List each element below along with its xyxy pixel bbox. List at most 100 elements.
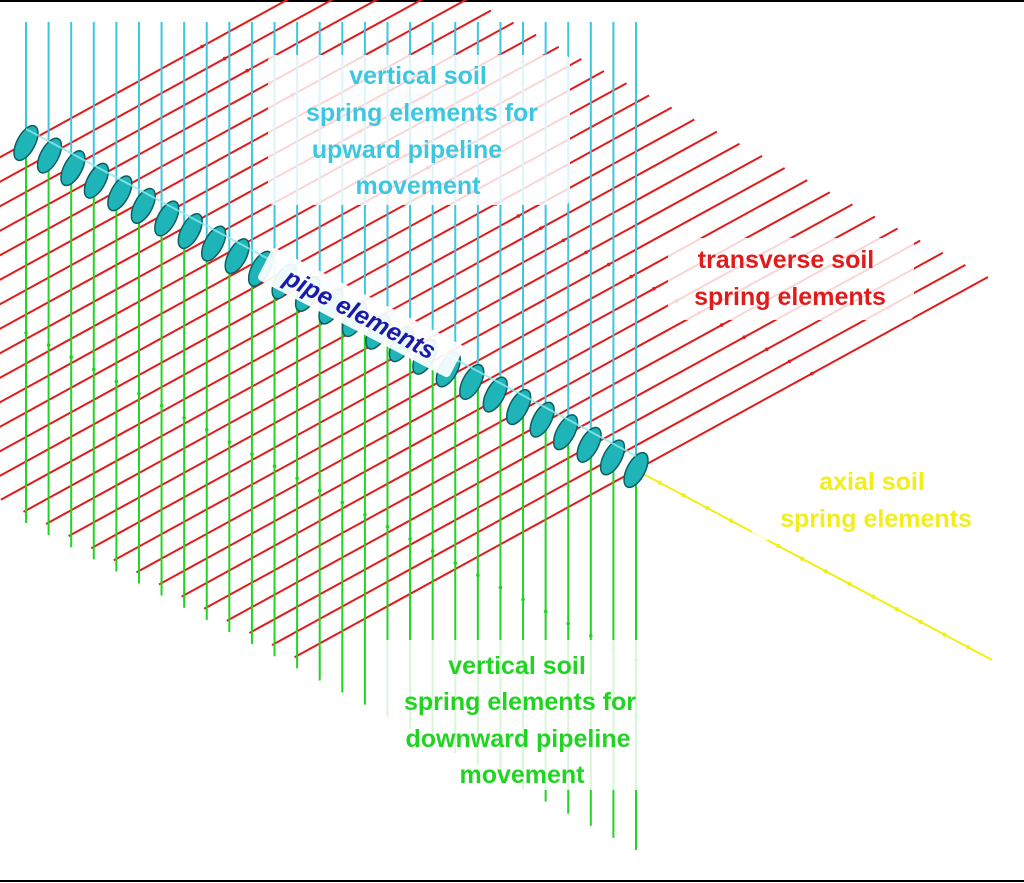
downward-spring-node xyxy=(227,440,232,444)
downward-spring-node xyxy=(114,379,119,384)
axial-label-line2: spring elements xyxy=(780,505,972,533)
pipe-segment xyxy=(623,451,649,489)
transverse-spring-line xyxy=(0,287,298,453)
downward-spring-node xyxy=(46,343,51,347)
pipe-segment xyxy=(154,200,180,237)
transverse-spring-line xyxy=(181,408,524,598)
downward-spring-node xyxy=(453,561,458,565)
pipe-segment xyxy=(13,124,39,162)
axial-spring-node xyxy=(799,556,805,561)
transverse-spring-line xyxy=(0,226,185,330)
axial-spring-node xyxy=(823,569,829,574)
axial-spring-node xyxy=(847,581,852,587)
downward-spring-node xyxy=(204,428,209,432)
upward-label-backdrop xyxy=(268,55,570,205)
transverse-spring-node xyxy=(606,262,611,267)
pipe-label-backdrop xyxy=(258,248,464,378)
transverse-spring-line xyxy=(0,190,117,257)
axial-spring-group xyxy=(635,469,993,661)
axial-spring-node xyxy=(966,645,971,650)
transverse-spring-node xyxy=(222,56,227,61)
axial-spring-node xyxy=(728,518,734,523)
downward-spring-node xyxy=(159,403,164,408)
transverse-spring-line xyxy=(0,263,253,404)
pipe-segment xyxy=(505,389,532,426)
pipe-segment xyxy=(130,187,157,224)
axial-spring-node xyxy=(918,619,923,625)
upward-label-line4: movement xyxy=(355,172,481,200)
downward-spring-node xyxy=(24,331,28,335)
downward-label-line3: downward pipeline xyxy=(405,725,630,753)
pipe-segment xyxy=(529,401,555,438)
transverse-spring-node xyxy=(245,68,249,73)
transverse-spring-line xyxy=(45,335,388,525)
axial-spring-node xyxy=(894,607,900,612)
transverse-spring-line xyxy=(0,251,230,379)
axial-spring-node xyxy=(871,594,876,599)
downward-spring-node xyxy=(91,367,96,372)
transverse-label-line2: spring elements xyxy=(694,283,886,311)
axial-spring-node xyxy=(942,632,947,637)
axial-label-backdrop xyxy=(752,462,998,540)
downward-label-line2: spring elements for xyxy=(404,688,636,716)
pipe-segment xyxy=(60,150,86,187)
transverse-spring-line xyxy=(158,396,501,586)
pipe-segment xyxy=(459,363,485,401)
pipe-segment xyxy=(482,376,508,413)
transverse-spring-line xyxy=(248,444,592,634)
transverse-spring-node xyxy=(787,359,792,364)
downward-spring-node xyxy=(317,488,322,493)
downward-spring-node xyxy=(476,573,480,578)
downward-label-backdrop xyxy=(368,640,668,790)
transverse-spring-node xyxy=(719,323,724,327)
transverse-spring-node xyxy=(539,226,543,230)
pipe-segment xyxy=(200,225,227,262)
transverse-spring-line xyxy=(68,348,411,537)
axial-spring-node xyxy=(705,505,710,511)
pipe-segment xyxy=(552,414,579,451)
transverse-spring-line xyxy=(22,323,366,513)
downward-spring-node xyxy=(521,597,525,602)
transverse-spring-node xyxy=(629,274,634,279)
axial-spring-node xyxy=(776,543,781,549)
transverse-spring-node xyxy=(742,335,747,339)
transverse-spring-line xyxy=(203,420,547,610)
downward-spring-node xyxy=(272,464,277,469)
axial-spring-node xyxy=(657,480,662,485)
upward-label-line2: spring elements for xyxy=(306,99,538,127)
pipe-segment xyxy=(599,439,626,476)
transverse-spring-node xyxy=(652,286,656,291)
transverse-spring-line xyxy=(135,384,479,574)
transverse-spring-node xyxy=(810,371,814,376)
downward-spring-node xyxy=(137,391,141,396)
transverse-label-line1: transverse soil xyxy=(698,246,875,274)
axial-label-line1: axial soil xyxy=(819,468,925,496)
downward-spring-node xyxy=(340,500,345,505)
pipe-segment xyxy=(36,137,63,174)
transverse-spring-line xyxy=(0,299,321,477)
pipe-segment xyxy=(83,162,110,199)
transverse-spring-line xyxy=(271,457,614,646)
downward-label-line4: movement xyxy=(459,761,585,789)
pipe-segment xyxy=(177,212,203,250)
downward-spring-node xyxy=(250,452,254,456)
downward-spring-node xyxy=(385,524,390,529)
upward-label-line3: upward pipeline xyxy=(312,136,502,164)
transverse-spring-line xyxy=(0,178,95,232)
downward-spring-node xyxy=(430,549,435,553)
transverse-spring-line xyxy=(0,166,72,208)
downward-spring-node xyxy=(543,609,548,614)
downward-spring-node xyxy=(182,415,186,420)
downward-spring-node xyxy=(363,512,367,517)
downward-label-line1: vertical soil xyxy=(448,652,586,680)
pipe-segment xyxy=(224,238,250,275)
transverse-spring-line xyxy=(294,469,637,659)
transverse-spring-node xyxy=(561,238,566,243)
transverse-spring-line xyxy=(0,202,140,281)
transverse-spring-node xyxy=(584,250,588,255)
transverse-spring-line xyxy=(90,360,434,550)
downward-spring-node xyxy=(408,537,412,541)
transverse-spring-line xyxy=(0,239,208,355)
transverse-spring-line xyxy=(113,372,456,562)
